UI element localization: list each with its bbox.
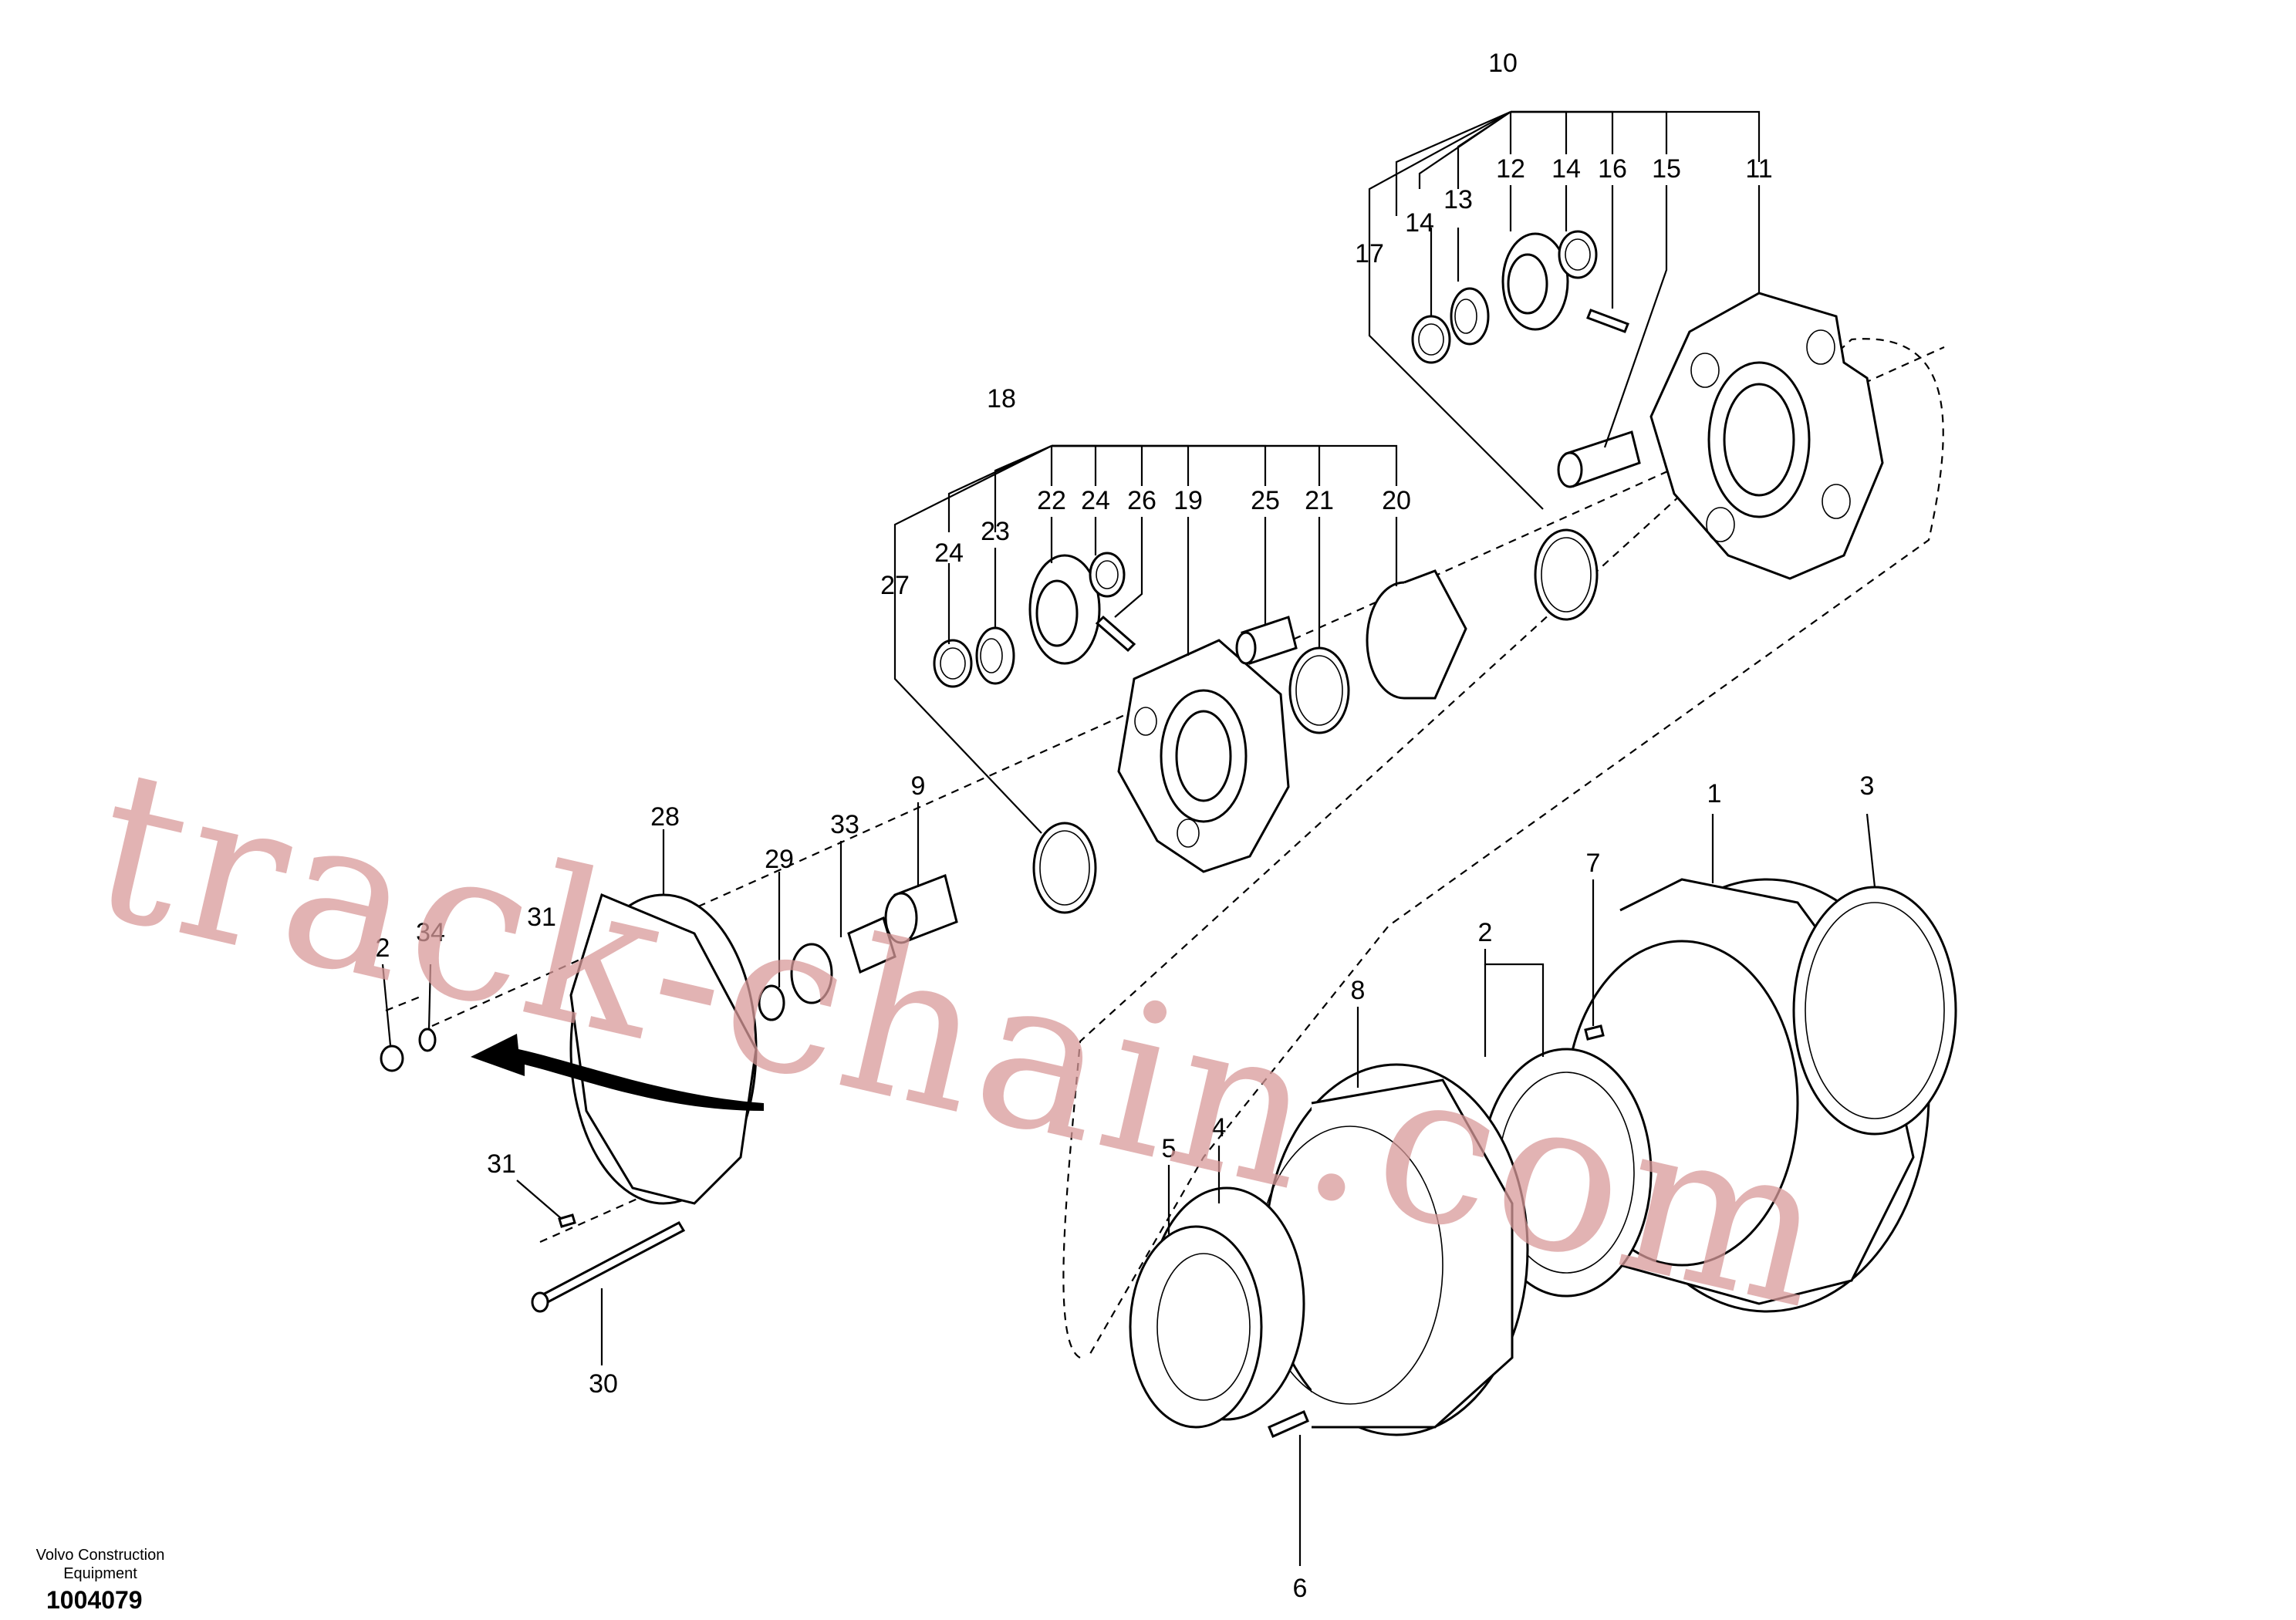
label-14b: 14 — [1551, 154, 1581, 184]
label-1: 1 — [1707, 779, 1722, 808]
label-17: 17 — [1355, 239, 1384, 268]
bearing-9 — [884, 873, 958, 944]
label-9: 9 — [911, 771, 926, 801]
planet-gear-22 — [1028, 554, 1101, 665]
washer-29 — [758, 984, 785, 1021]
snap-ring-17 — [1534, 528, 1599, 621]
label-11: 11 — [1745, 154, 1772, 184]
label-26: 26 — [1127, 486, 1156, 515]
label-3: 3 — [1860, 771, 1875, 801]
label-27: 27 — [880, 571, 910, 600]
label-18: 18 — [987, 384, 1016, 413]
label-16: 16 — [1598, 154, 1627, 184]
screw-31 — [558, 1213, 576, 1228]
part-labels: 10 12 14 16 15 11 13 14 17 18 22 24 26 1… — [376, 49, 1875, 1603]
label-2-small: 2 — [376, 933, 390, 963]
manufacturer-line-2: Equipment — [63, 1565, 137, 1582]
shaft-25 — [1235, 616, 1298, 665]
label-21: 21 — [1305, 486, 1334, 515]
label-29: 29 — [765, 845, 794, 874]
thrust-washer-24b — [1089, 552, 1126, 598]
cover-28 — [569, 893, 758, 1205]
bolt-30 — [531, 1221, 686, 1313]
manufacturer-name: Volvo Construction Equipment — [23, 1546, 177, 1583]
thrust-washer-14a — [1411, 315, 1451, 364]
snap-ring-27 — [1032, 822, 1097, 914]
pin-26 — [1095, 615, 1136, 653]
planet-gear-12 — [1501, 232, 1569, 331]
label-14a: 14 — [1405, 208, 1434, 238]
label-33: 33 — [830, 810, 859, 839]
bolt-6 — [1268, 1410, 1309, 1438]
o-ring-34 — [418, 1028, 437, 1052]
sun-gear-20 — [1366, 569, 1467, 700]
cover-5 — [1129, 1225, 1263, 1429]
snap-ring-21 — [1288, 646, 1350, 734]
label-25: 25 — [1251, 486, 1280, 515]
label-6: 6 — [1293, 1574, 1308, 1603]
needle-bearing-23 — [975, 626, 1015, 685]
label-8: 8 — [1351, 976, 1366, 1005]
thrust-washer-14b — [1558, 230, 1598, 279]
rotation-arrow — [471, 1034, 764, 1111]
planet-carrier-11 — [1649, 292, 1884, 580]
thrust-washer-24a — [933, 639, 973, 688]
label-28: 28 — [650, 802, 680, 832]
manufacturer-line-1: Volvo Construction — [35, 1547, 165, 1564]
label-13: 13 — [1443, 185, 1473, 214]
label-12: 12 — [1496, 154, 1525, 184]
label-15: 15 — [1652, 154, 1681, 184]
drawing-number: 1004079 — [46, 1586, 143, 1614]
label-23: 23 — [981, 517, 1010, 546]
label-4: 4 — [1212, 1113, 1227, 1142]
label-2: 2 — [1478, 918, 1493, 947]
floating-seal-3 — [1792, 886, 1957, 1136]
ring-gear-8 — [1257, 1063, 1529, 1436]
label-7: 7 — [1586, 849, 1601, 878]
label-30: 30 — [589, 1369, 618, 1399]
label-5: 5 — [1162, 1134, 1177, 1163]
pin-16 — [1586, 309, 1629, 333]
sun-gear-33 — [790, 916, 896, 1004]
leader-lines — [381, 110, 1876, 1566]
label-34: 34 — [416, 918, 445, 947]
label-19: 19 — [1173, 486, 1203, 515]
label-31-upper: 31 — [527, 903, 556, 932]
label-22: 22 — [1037, 486, 1066, 515]
label-31: 31 — [487, 1149, 516, 1179]
label-24a: 24 — [934, 538, 964, 568]
label-24b: 24 — [1081, 486, 1110, 515]
label-20: 20 — [1382, 486, 1411, 515]
needle-bearing-13 — [1450, 287, 1490, 346]
planet-carrier-19 — [1117, 639, 1290, 873]
plug-2-small — [380, 1045, 404, 1072]
shaft-15 — [1557, 430, 1641, 488]
pin-7 — [1584, 1024, 1605, 1041]
label-10: 10 — [1488, 49, 1518, 78]
